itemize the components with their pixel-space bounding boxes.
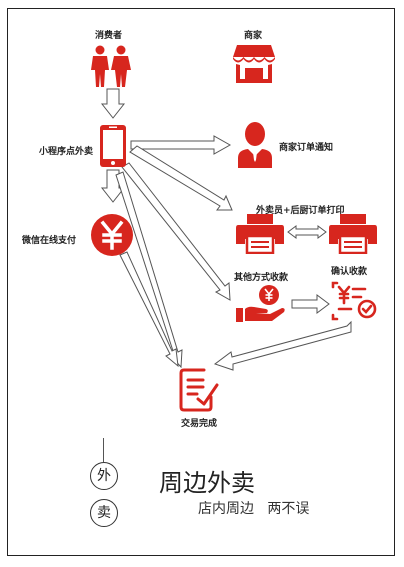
phone-icon [99, 124, 127, 168]
shop-icon [233, 45, 275, 83]
footer-divider-line [103, 438, 104, 462]
arrow-miniprogram-to-print [129, 145, 233, 211]
arrow-miniprogram-to-notify [130, 135, 232, 155]
diagram-frame [7, 8, 395, 556]
consumers-icon [89, 45, 133, 87]
receipt-check-icon [331, 281, 379, 321]
hand-coin-icon [236, 284, 286, 322]
document-check-icon [178, 367, 220, 413]
yuan-coin-icon [90, 213, 134, 257]
printer-icon [329, 214, 377, 254]
footer-slogan: 店内周边 两不误 [198, 501, 310, 517]
service-agent-icon [236, 122, 274, 168]
footer-title: 周边外卖 [159, 469, 255, 497]
node-label-mini-program: 小程序点外卖 [39, 147, 94, 157]
node-label-other-pay: 其他方式收款 [234, 273, 289, 283]
node-label-merchant-notify: 商家订单通知 [279, 143, 334, 153]
arrow-confirm-to-done [213, 320, 352, 371]
node-label-confirm-pay: 确认收款 [331, 267, 368, 277]
printer-icon [236, 214, 284, 254]
arrow-consumer-to-miniprogram [100, 88, 126, 119]
arrow-wechatpay-to-done [119, 251, 179, 368]
node-label-print-order: 外卖员+后厨订单打印 [256, 206, 345, 216]
arrow-otherpay-to-confirm [291, 294, 330, 314]
footer-circle-char-2: 卖 [90, 499, 118, 527]
node-label-consumer: 消费者 [95, 31, 123, 41]
arrow-printer-exchange [287, 225, 327, 239]
node-label-wechat-pay: 微信在线支付 [22, 236, 77, 246]
arrow-miniprogram-to-otherpay [121, 162, 231, 301]
node-label-deal-done: 交易完成 [181, 419, 218, 429]
footer-circle-char-1: 外 [90, 462, 118, 490]
node-label-merchant: 商家 [244, 31, 263, 41]
